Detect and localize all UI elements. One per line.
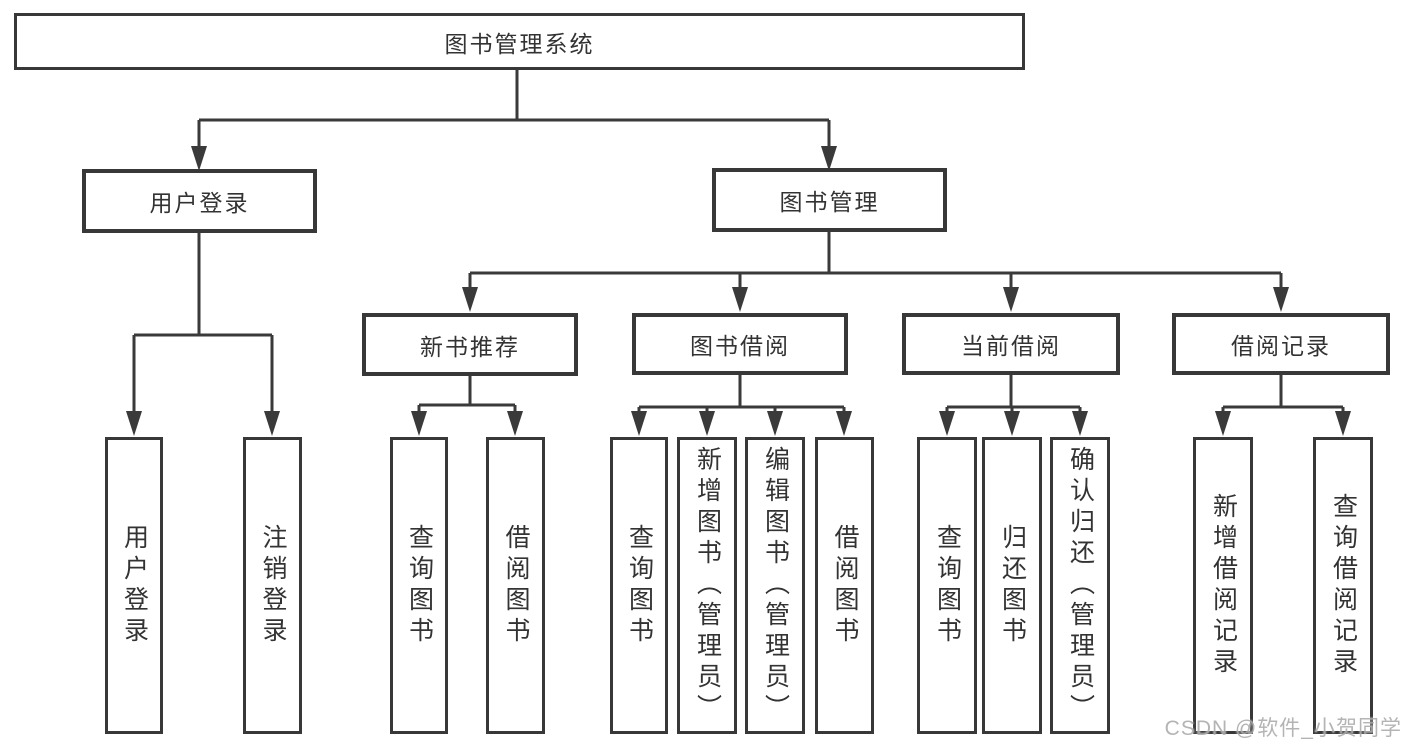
leaf-borrow-books: 借阅图书 [815,437,874,734]
leaf-borrow-books-recommend: 借阅图书 [486,437,545,734]
leaf-query-borrow-record: 查询借阅记录 [1313,437,1373,734]
node-book-management: 图书管理 [712,168,947,232]
leaf-query-books-recommend: 查询图书 [390,437,448,734]
leaf-edit-book-admin: 编辑图书（管理员） [745,437,805,734]
leaf-query-books-borrow: 查询图书 [610,437,668,734]
csdn-watermark: CSDN @软件_小贺同学 [1164,717,1402,740]
leaf-user-login: 用户登录 [105,437,163,734]
node-root-library-system: 图书管理系统 [14,13,1025,70]
node-current-borrow: 当前借阅 [902,313,1120,375]
leaf-return-book: 归还图书 [982,437,1042,734]
node-user-login: 用户登录 [82,169,317,233]
node-borrow-records: 借阅记录 [1172,313,1390,375]
node-new-book-recommend: 新书推荐 [362,313,578,376]
leaf-logout: 注销登录 [243,437,302,734]
leaf-add-book-admin: 新增图书（管理员） [677,437,737,734]
leaf-confirm-return-admin: 确认归还（管理员） [1050,437,1110,734]
leaf-add-borrow-record: 新增借阅记录 [1193,437,1253,734]
leaf-query-books-current: 查询图书 [917,437,977,734]
node-book-borrow: 图书借阅 [632,313,848,375]
